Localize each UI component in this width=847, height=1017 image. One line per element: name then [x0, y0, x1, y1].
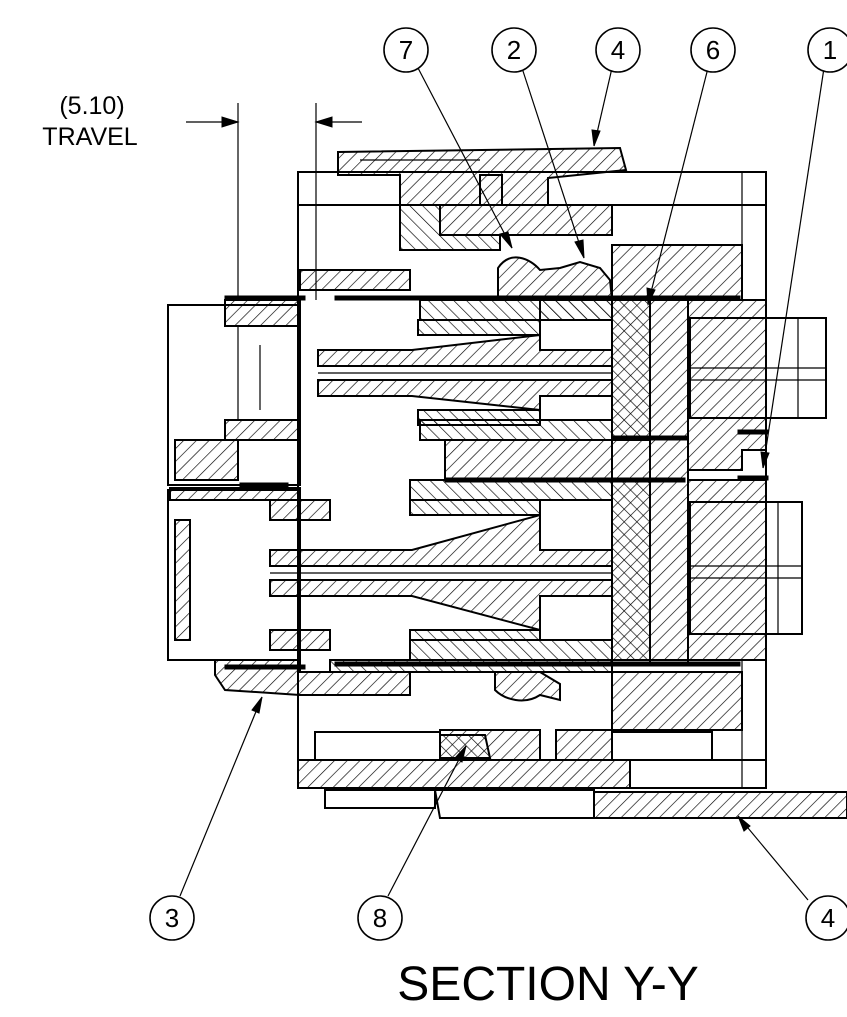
balloon-7: 7: [383, 27, 429, 73]
travel-dimension: [186, 103, 362, 300]
front-shell-lower: [214, 659, 743, 731]
leader-lines: [179, 67, 825, 901]
balloon-4-top: 4: [595, 27, 641, 73]
balloon-6: 6: [690, 27, 736, 73]
balloon-2: 2: [491, 27, 537, 73]
balloon-4-bottom: 4: [805, 895, 847, 941]
balloon-1: 1: [807, 27, 847, 73]
balloon-3-label: 3: [165, 903, 179, 933]
balloon-8-label: 8: [373, 903, 387, 933]
seal-bands: [224, 295, 769, 670]
balloon-7-label: 7: [399, 35, 413, 65]
contact-upper: [317, 319, 613, 426]
balloon-3: 3: [149, 895, 195, 941]
contact-lower: [269, 499, 613, 641]
view-title: SECTION Y-Y: [397, 958, 698, 1011]
rear-backshell: [687, 299, 827, 661]
balloon-8: 8: [357, 895, 403, 941]
balloon-4-top-label: 4: [611, 35, 625, 65]
coupling-ring-bottom: [297, 729, 847, 819]
balloon-4-bottom-label: 4: [821, 903, 835, 933]
insulator-body: [409, 299, 613, 661]
balloon-1-label: 1: [823, 35, 837, 65]
coupling-ring-top: [337, 146, 628, 251]
balloon-6-label: 6: [706, 35, 720, 65]
mating-face: [167, 299, 331, 661]
balloon-2-label: 2: [507, 35, 521, 65]
travel-dimension-label: TRAVEL: [42, 123, 137, 151]
travel-dimension-value: (5.10): [59, 92, 124, 120]
